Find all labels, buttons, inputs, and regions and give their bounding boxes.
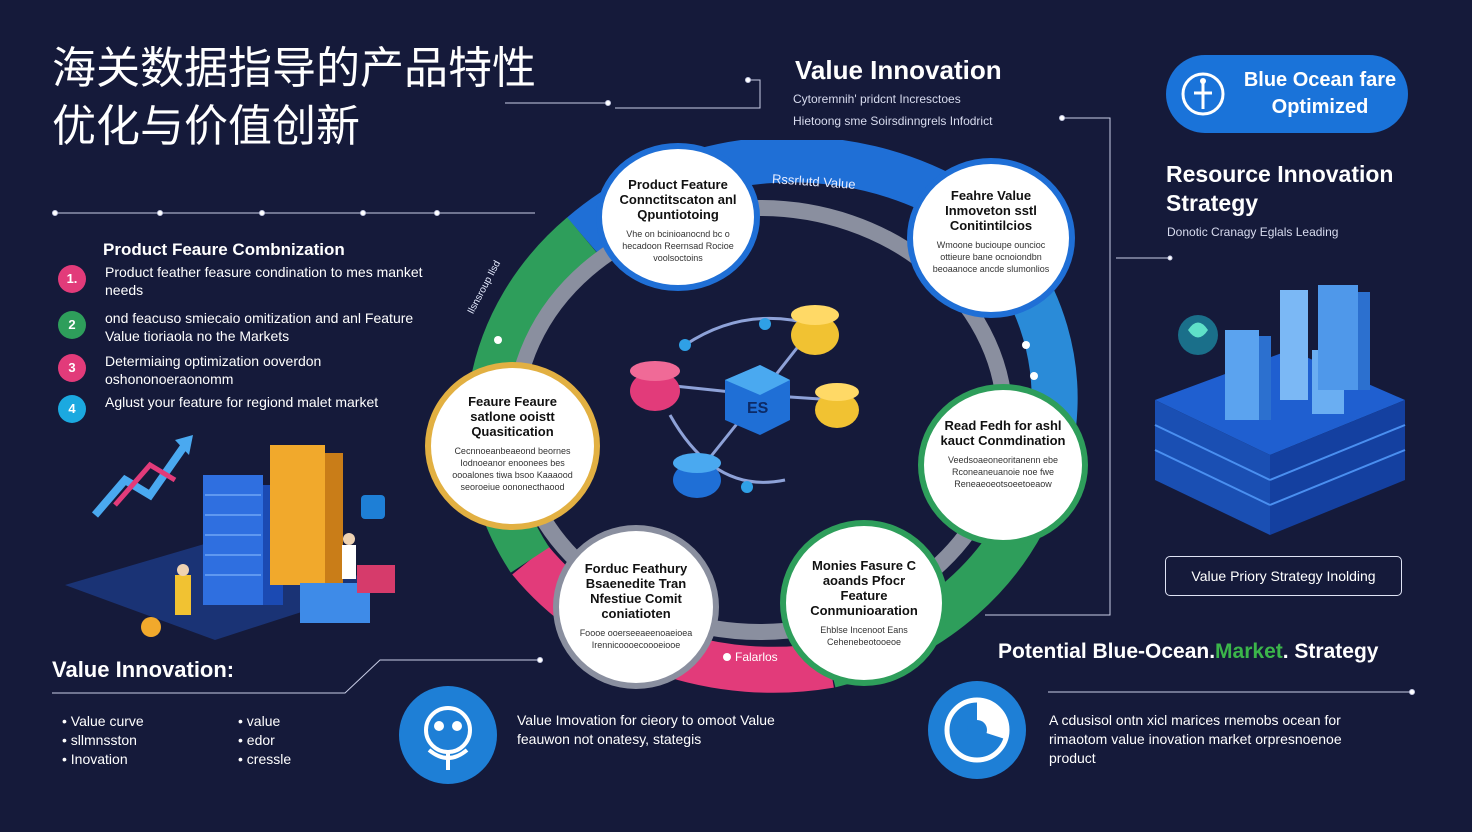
- circle-node-3: Feaure Feaure satlone ooistt Quasiticati…: [425, 362, 600, 530]
- pie-ring-icon: [928, 681, 1026, 779]
- value-innovation-bottom-title: Value Innovation:: [52, 657, 235, 682]
- circle-node-6-title: Monies Fasure C aoands Pfocr Feature Con…: [810, 558, 918, 618]
- strategy-part-1: Potential Blue-Ocean.: [998, 640, 1216, 663]
- list-number-1: 1.: [58, 265, 86, 293]
- strategy-part-3: . Strategy: [1282, 640, 1379, 663]
- feature-list-title: Product Feaure Combnization: [103, 240, 345, 259]
- circle-node-1-title: Product Feature Connctitscaton anl Qpunt…: [619, 177, 737, 222]
- blue-ocean-line-1: Blue Ocean fare: [1243, 69, 1397, 91]
- circle-node-6: Monies Fasure C aoands Pfocr Feature Con…: [780, 520, 948, 686]
- bullet-item: Value curve: [62, 712, 144, 731]
- chart-building-icon: [65, 435, 395, 640]
- list-number-4: 4: [58, 395, 86, 423]
- blue-ocean-line-2: Optimized: [1271, 96, 1369, 118]
- circle-node-2: Feahre Value Inmoveton sstl Conitintilci…: [907, 158, 1075, 318]
- title-line-1: 海关数据指导的产品特性: [52, 43, 536, 94]
- resource-strategy-heading: Resource Innovation Strategy: [1166, 160, 1393, 218]
- blue-ocean-strategy-heading: Potential Blue-Ocean.Market. Strategy: [998, 640, 1378, 664]
- market-bars-icon: [1154, 285, 1406, 535]
- circle-node-5: Forduc Feathury Bsaenedite Tran Nfestiue…: [553, 525, 719, 689]
- blue-ocean-badge: Blue Ocean fare Optimized: [1166, 55, 1408, 133]
- list-text-3: Determiaing optimization ooverdon oshono…: [105, 353, 322, 387]
- circle-node-3-title: Feaure Feaure satlone ooistt Quasiticati…: [468, 394, 557, 439]
- value-innovation-sub-2: Hietoong sme Soirsdinngrels Infodrict: [793, 114, 993, 128]
- value-priority-button[interactable]: Value Priory Strategy Inolding: [1165, 556, 1402, 596]
- circle-node-6-desc: Ehblse Incenoot Eans Cehenebeotooeoe: [820, 625, 908, 647]
- value-innovation-heading: Value Innovation: [795, 55, 1002, 85]
- bullet-item: value: [238, 712, 291, 731]
- list-text-1: Product feather feasure condination to m…: [105, 264, 423, 298]
- list-number-2: 2: [58, 311, 86, 339]
- bottom-right-text: A cdusisol ontn xicl marices rnemobs oce…: [1049, 712, 1342, 766]
- bullet-item: sllmnsston: [62, 731, 144, 750]
- circle-node-5-desc: Foooe ooerseeaeenoaeioea Irennicoooecooo…: [579, 628, 693, 650]
- value-innovation-list-1: Value curve sllmnsston Inovation: [62, 712, 144, 769]
- bullet-item: Inovation: [62, 750, 144, 769]
- page-title: 海关数据指导的产品特性 优化与价值创新: [52, 40, 536, 156]
- bullet-item: edor: [238, 731, 291, 750]
- resource-strategy-line-1: Resource Innovation: [1166, 161, 1394, 187]
- circle-node-4-title: Read Fedh for ashl kauct Conmdination: [940, 418, 1066, 448]
- bullet-item: cressle: [238, 750, 291, 769]
- circle-node-2-title: Feahre Value Inmoveton sstl Conitintilci…: [945, 188, 1037, 233]
- hub-tag: ES: [747, 400, 769, 417]
- circle-node-4-desc: Veedsoaeoneoritanenn ebe Rconeaneuanoie …: [947, 455, 1059, 489]
- circle-node-1-desc: Vhe on bcinioanocnd bc o hecadoon Reerns…: [622, 229, 734, 263]
- list-number-3: 3: [58, 354, 86, 382]
- resource-strategy-line-2: Strategy: [1166, 190, 1259, 216]
- circle-node-5-title: Forduc Feathury Bsaenedite Tran Nfestiue…: [584, 561, 688, 621]
- circle-node-2-desc: Wmoone bucioupe ouncioc ottieure bane oc…: [932, 240, 1050, 274]
- resource-strategy-sub: Donotic Cranagy Eglals Leading: [1167, 225, 1339, 239]
- list-text-2: ond feacuso smiecaio omitization and anl…: [105, 310, 414, 344]
- circle-node-1: Product Feature Connctitscaton anl Qpunt…: [596, 143, 760, 291]
- circle-node-3-desc: Cecnnoeanbeaeond beornes Iodnoeanor enoo…: [452, 446, 573, 492]
- blue-ocean-icon: [1181, 72, 1225, 116]
- cubes-network-icon: ES: [630, 305, 859, 498]
- value-innovation-sub-1: Cytoremnih' pridcnt Incresctoes: [793, 92, 961, 106]
- circle-node-4: Read Fedh for ashl kauct Conmdination Ve…: [918, 384, 1088, 546]
- title-line-2: 优化与价值创新: [52, 101, 360, 152]
- strategy-part-2: Market: [1215, 640, 1283, 663]
- bottom-middle-text: Value Imovation for cieory to omoot Valu…: [517, 712, 775, 747]
- value-innovation-list-2: value edor cressle: [238, 712, 291, 769]
- ring-label-bottom: Falarlos: [735, 650, 778, 664]
- hand-brain-icon: [399, 686, 497, 784]
- list-text-4: Aglust your feature for regiond malet ma…: [105, 394, 379, 410]
